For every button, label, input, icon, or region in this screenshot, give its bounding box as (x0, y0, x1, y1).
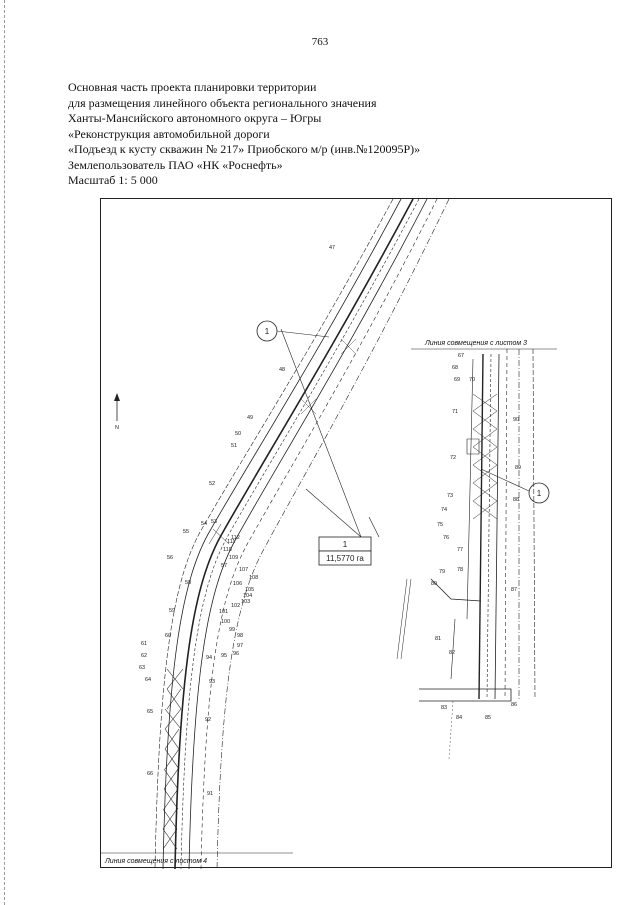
point-label: 60 (165, 633, 171, 639)
point-label: 61 (141, 641, 147, 647)
point-label: 89 (515, 465, 521, 471)
point-label: 97 (237, 643, 243, 649)
point-label: 68 (452, 365, 458, 371)
point-label: 104 (243, 593, 252, 599)
point-label: 111 (227, 539, 235, 545)
point-label: 105 (245, 587, 254, 593)
point-label: 56 (167, 555, 173, 561)
point-label: 69 (454, 377, 460, 383)
parcel-area: 11,5770 га (326, 554, 364, 563)
margin-line (4, 0, 6, 905)
left-road-corridor (154, 199, 450, 869)
header-line-6: Землепользователь ПАО «НК «Роснефть» (68, 157, 283, 172)
point-label: 84 (456, 715, 462, 721)
point-label: 90 (513, 417, 519, 423)
point-label: 76 (443, 535, 449, 541)
callout-right-label: 1 (537, 489, 542, 498)
point-label: 109 (229, 555, 238, 561)
callout-left-label: 1 (265, 327, 270, 336)
point-label: 67 (458, 353, 464, 359)
point-label: 106 (233, 581, 242, 587)
point-label: 83 (441, 705, 447, 711)
point-label: 74 (441, 507, 447, 513)
point-label: 50 (235, 431, 241, 437)
point-label: 47 (329, 245, 335, 251)
planning-map: 1 11,5770 га 1 1 Линия совмещения с лист… (100, 198, 612, 869)
point-label: 88 (513, 497, 519, 503)
point-label: 94 (206, 655, 212, 661)
join-line-bottom-label: Линия совмещения с листом 4 (104, 858, 207, 865)
parcel-callout (280, 328, 380, 566)
point-label: 62 (141, 653, 147, 659)
point-label: 81 (435, 636, 441, 642)
parcel-id: 1 (343, 540, 348, 549)
point-label: 70 (469, 377, 475, 383)
point-label: 48 (279, 367, 285, 373)
points-left: 47 48 49 50 51 52 53 54 55 56 57 58 59 6… (139, 245, 335, 797)
point-label: 93 (209, 679, 215, 685)
point-label: 107 (239, 567, 248, 573)
point-label: 79 (439, 569, 445, 575)
point-label: 82 (449, 650, 455, 656)
point-label: 110 (223, 547, 232, 553)
map-drawing: 1 11,5770 га 1 1 Линия совмещения с лист… (101, 199, 557, 869)
point-label: 55 (183, 529, 189, 535)
point-label: 64 (145, 677, 151, 683)
points-right: 67 68 69 70 71 72 73 74 75 76 77 78 79 8… (431, 353, 521, 721)
point-label: 73 (447, 493, 453, 499)
point-label: 58 (185, 580, 191, 586)
point-label: 78 (457, 567, 463, 573)
point-label: 63 (139, 665, 145, 671)
point-label: 65 (147, 709, 153, 715)
point-label: 80 (431, 581, 437, 587)
point-label: 57 (221, 563, 227, 569)
point-label: 102 (231, 603, 240, 609)
callout-left (256, 320, 330, 342)
point-label: 95 (221, 653, 227, 659)
header-line-3: Ханты-Мансийского автономного округа – Ю… (68, 111, 322, 125)
header-line-1: Основная часть проекта планировки террит… (68, 80, 317, 94)
point-label: 101 (219, 609, 228, 615)
header-line-2: для размещения линейного объекта региона… (68, 95, 377, 110)
point-label: 53 (211, 519, 217, 525)
point-label: 71 (452, 409, 458, 415)
point-label: 75 (437, 522, 443, 528)
point-label: 91 (207, 791, 213, 797)
point-label: 92 (205, 717, 211, 723)
page-number: 763 (311, 36, 329, 48)
point-label: 99 (229, 627, 235, 633)
point-label: 72 (450, 455, 456, 461)
point-label: 49 (247, 415, 253, 421)
header-scale: Масштаб 1: 5 000 (68, 173, 158, 187)
right-road-corridor (396, 348, 536, 760)
point-label: 59 (169, 608, 175, 614)
point-label: 103 (241, 599, 250, 605)
point-label: 112 (231, 535, 240, 541)
header-line-4: «Реконструкция автомобильной дороги (68, 126, 270, 141)
point-label: 96 (233, 651, 239, 657)
point-label: 108 (249, 575, 258, 581)
point-label: 66 (147, 771, 153, 777)
point-label: 98 (237, 633, 243, 639)
join-line-top-label: Линия совмещения с листом 3 (424, 340, 527, 347)
point-label: 77 (457, 547, 463, 553)
point-label: 100 (221, 619, 230, 625)
north-arrow-icon (114, 393, 120, 421)
document-header: Основная часть проекта планировки террит… (68, 80, 548, 189)
point-label: 87 (511, 587, 517, 593)
point-label: 54 (201, 521, 207, 527)
point-label: 85 (485, 715, 491, 721)
point-label: 52 (209, 481, 215, 487)
north-label: N (115, 425, 119, 431)
point-label: 51 (231, 443, 237, 449)
point-label: 86 (511, 702, 517, 708)
header-line-5: «Подъезд к кусту скважин № 217» Приобско… (68, 142, 421, 156)
